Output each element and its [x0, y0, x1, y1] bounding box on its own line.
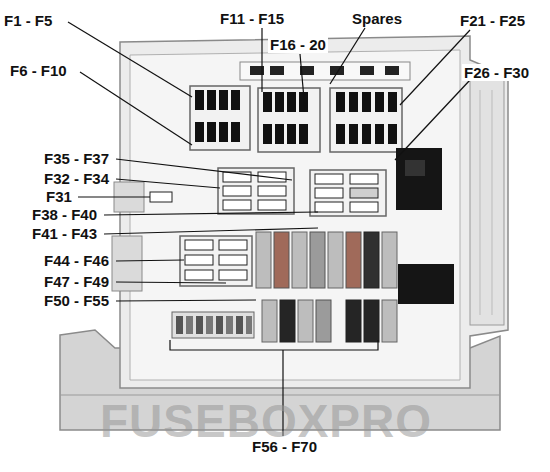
callout-label: F38 - F40 — [30, 206, 99, 223]
callout-label: F11 - F15 — [218, 10, 286, 27]
callout-label: F1 - F5 — [2, 12, 54, 29]
callout-label: F6 - F10 — [8, 62, 69, 79]
callout-label: F47 - F49 — [42, 273, 111, 290]
callout-label: F21 - F25 — [458, 12, 527, 29]
callout-label: F35 - F37 — [42, 150, 111, 167]
callout-label: F16 - 20 — [268, 36, 328, 53]
callout-label: F32 - F34 — [42, 170, 111, 187]
callout-label: F41 - F43 — [30, 225, 99, 242]
callout-label: Spares — [350, 10, 404, 27]
callout-label: F26 - F30 — [462, 64, 531, 81]
watermark: FUSEBOXPRO — [100, 396, 432, 446]
callout-label: F31 — [44, 188, 74, 205]
callout-label: F44 - F46 — [42, 252, 111, 269]
callout-label: F50 - F55 — [42, 292, 111, 309]
